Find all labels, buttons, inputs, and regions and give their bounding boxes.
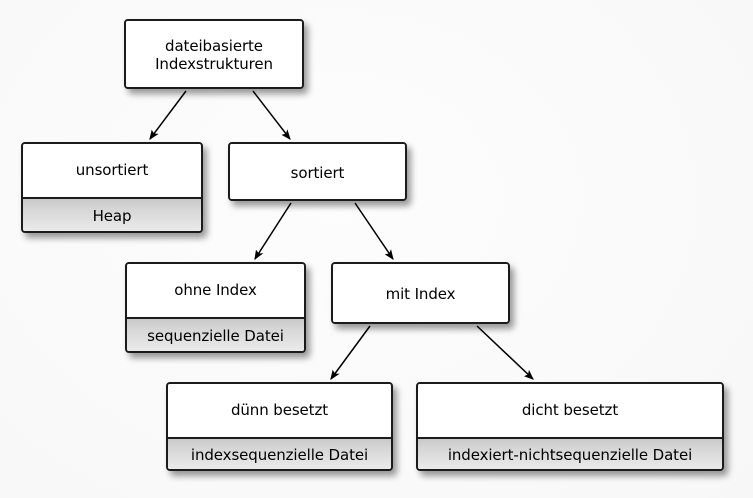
edge-sortiert-to-ohne-index — [254, 202, 292, 261]
edge-mit-index-to-duenn — [330, 325, 371, 380]
node-unsortiert-sublabel: Heap — [23, 197, 201, 231]
node-sortiert[interactable]: sortiert — [228, 142, 407, 201]
edge-root-to-unsortiert — [149, 90, 187, 140]
node-root-label: dateibasierte Indexstrukturen — [126, 21, 302, 87]
edge-sortiert-to-mit-index — [354, 202, 394, 260]
node-mit-index[interactable]: mit Index — [331, 262, 510, 324]
node-root[interactable]: dateibasierte Indexstrukturen — [124, 19, 304, 89]
edge-root-to-sortiert — [252, 90, 291, 140]
node-unsortiert-label: unsortiert — [23, 144, 201, 197]
node-sortiert-label: sortiert — [230, 144, 405, 199]
node-ohne-index-label: ohne Index — [127, 264, 304, 317]
node-ohne-index-sublabel: sequenzielle Datei — [127, 317, 304, 351]
edge-mit-index-to-dicht — [476, 325, 534, 380]
node-mit-index-label: mit Index — [333, 264, 508, 322]
node-duenn-besetzt-sublabel: indexsequenzielle Datei — [168, 437, 391, 469]
node-dicht-besetzt-label: dicht besetzt — [418, 384, 722, 437]
node-dicht-besetzt-sublabel: indexiert-nichtsequenzielle Datei — [418, 437, 722, 469]
node-duenn-besetzt-label: dünn besetzt — [168, 384, 391, 437]
